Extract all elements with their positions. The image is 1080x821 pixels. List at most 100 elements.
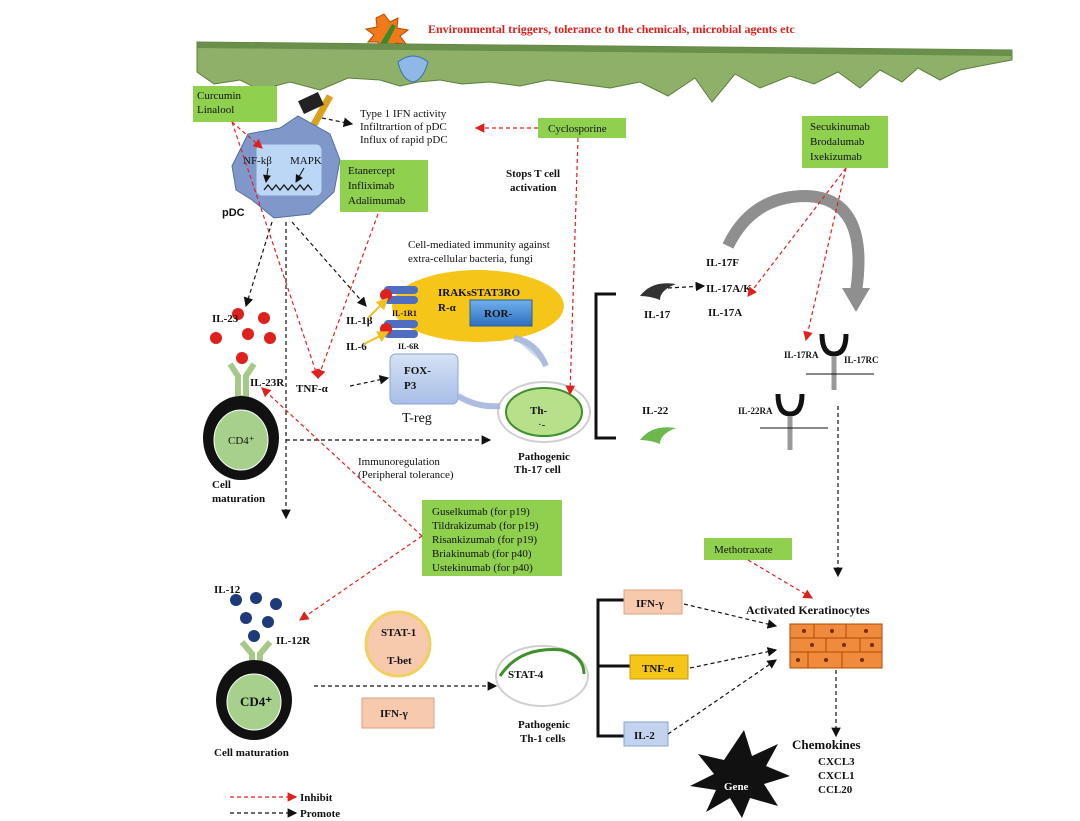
il12-cytokines [230,592,282,642]
keratinocyte-cells [789,623,883,669]
il23-inhibitor-box: Guselkumab (for p19) Tildrakizumab (for … [422,500,562,576]
cd4-top-caption-2: maturation [212,493,265,505]
stat1-label: STAT-1 [381,627,416,639]
keratinocytes-label: Activated Keratinocytes [746,603,870,617]
ifn-g-box-label: IFN-γ [380,708,408,720]
il17ak-label: IL-17A/K [706,283,752,295]
th1-caption-1: Pathogenic [518,719,570,731]
cd4-top-label: CD4⁺ [228,435,255,447]
il12r-label: IL-12R [276,635,311,647]
tnf-a-output: TNF-α [629,654,689,680]
th17-caption-line-2: Th-17 cell [514,464,561,476]
legend-inhibit-label: Inhibit [300,792,333,804]
tnf-a-output-label: TNF-α [642,663,675,675]
th17-caption-line-1: Pathogenic [518,451,570,463]
cd4-bottom-cell: CD4⁺ [216,660,292,740]
th1-caption-2: Th-1 cells [520,733,566,745]
il17ra-label: IL-17RA [784,350,819,360]
promote-arrows [243,117,843,738]
pdc-cell: NF-kβ MAPK [231,115,341,219]
curcumin-line-1: Curcumin [197,90,241,102]
il1r1-receptor [380,286,418,304]
skin-layer [196,41,1013,103]
header-title: Environmental triggers, tolerance to the… [428,22,795,36]
chemokines-title: Chemokines [792,737,861,752]
th17-signal-oval: IRAKsSTAT3RO R-α ROR- [392,270,564,342]
ror-label: ROR- [484,308,512,320]
stat1-circle: STAT-1 T-bet [364,610,432,678]
immunoregulation-line-1: Immunoregulation [358,456,440,468]
cd4-top-cell: CD4⁺ [203,396,279,480]
nfkb-label: NF-kβ [243,155,272,167]
foxp3-line-1: FOX- [404,365,431,377]
il17-inhibitor-line-3: Ixekizumab [810,151,862,163]
ifn-activity-line-1: Type 1 IFN activity [360,108,447,120]
ifn-activity-line-2: Infiltrartion of pDC [360,121,447,133]
il17-molecule [640,283,676,300]
chemokine-3: CCL20 [818,784,853,796]
il17a-label: IL-17A [708,307,742,319]
il6r-receptor [380,320,418,338]
methotrexate-box: Methotraxate [704,538,792,560]
il23-cytokines [210,308,276,364]
il17-inhibitor-box: Secukinumab Brodalumab Ixekizumab [802,116,888,168]
gene-burst: Gene [690,730,790,818]
chemokine-2: CXCL1 [818,770,855,782]
cyclosporine-label: Cyclosporine [548,123,607,135]
foxp3-box: FOX- P3 [389,353,459,405]
th17-cell-label: Th- [530,405,547,417]
il22ra-receptor [775,393,805,417]
il12-label: IL-12 [214,584,241,596]
ifn-activity-line-3: Influx of rapid pDC [360,134,448,146]
il23-inhibitor-line-4: Briakinumab (for p40) [432,548,532,560]
tnf-inhibitor-box: Etanercept Infliximab Adalimumab [340,160,428,212]
tnf-inhibitor-line-1: Etanercept [348,165,395,177]
mapk-label: MAPK [290,155,322,167]
il17ra-receptor [819,333,849,357]
legend-promote-label: Promote [300,808,340,820]
antigen-icon [397,55,429,83]
stat4-label: STAT-4 [508,669,544,681]
immunoregulation-line-2: (Peripheral tolerance) [358,469,454,481]
ifn-g-output-label: IFN-γ [636,598,664,610]
il2-output-label: IL-2 [634,730,655,742]
il23-inhibitor-line-5: Ustekinumab (for p40) [432,562,533,574]
ifn-g-box: IFN-γ [361,697,435,729]
cd4-bottom-caption: Cell maturation [214,747,289,759]
il17-inhibitor-line-2: Brodalumab [810,136,865,148]
curcumin-box: Curcumin Linalool [193,86,277,122]
il17-inhibitor-line-1: Secukinumab [810,121,870,133]
il22ra-label: IL-22RA [738,406,773,416]
ifn-g-output: IFN-γ [623,589,683,615]
tnf-inhibitor-line-3: Adalimumab [348,195,406,207]
stops-t-cell-line-2: activation [510,182,556,194]
tbet-label: T-bet [387,655,412,667]
inhibit-arrows [231,121,847,621]
grey-feedback-arrow [722,189,865,293]
th17-signal-line-1: IRAKsSTAT3RO [438,287,521,299]
th17-signal-line-2: R-α [438,302,457,314]
methotrexate-label: Methotraxate [714,544,773,556]
il23-inhibitor-line-1: Guselkumab (for p19) [432,506,530,518]
il1b-label: IL-1β [346,315,373,327]
il17f-label: IL-17F [706,257,739,269]
th17-cell: Th- ·- [497,381,591,443]
th17-cell-label-2: ·- [538,419,546,431]
il1r1-label: IL-1R1 [392,309,417,318]
tnf-inhibitor-line-2: Infliximab [348,180,395,192]
il23r-label: IL-23R [250,377,285,389]
il22-molecule [640,427,676,444]
th1-cell: STAT-4 [495,645,589,707]
tnf-a-label: TNF-α [296,383,329,395]
stops-t-cell-line-1: Stops T cell [506,168,560,180]
gene-label: Gene [724,781,749,793]
treg-label: T-reg [402,411,432,426]
il23-inhibitor-line-2: Tildrakizumab (for p19) [432,520,539,532]
cd4-top-caption-1: Cell [212,479,231,491]
foxp3-line-2: P3 [404,380,417,392]
il2-output: IL-2 [623,721,669,747]
curcumin-line-2: Linalool [197,104,234,116]
signal-zigzag [263,184,313,191]
cell-mediated-line-1: Cell-mediated immunity against [408,239,550,251]
